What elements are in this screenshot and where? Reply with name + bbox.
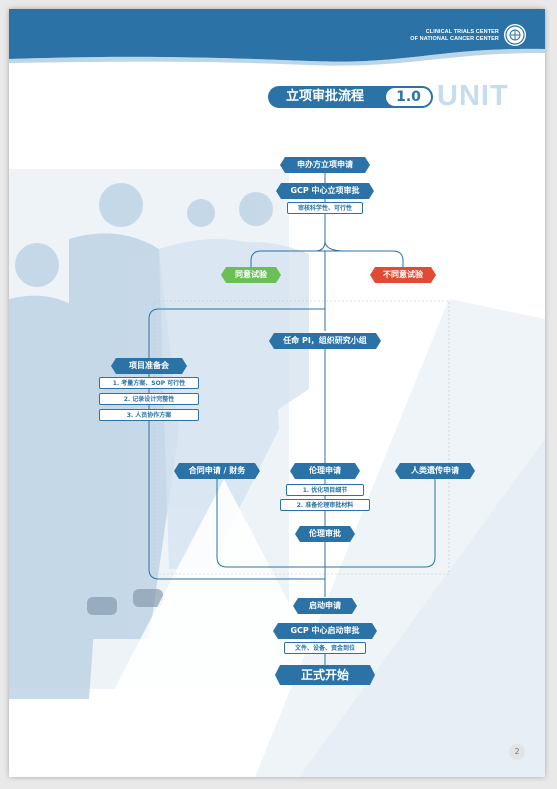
agree-node: 同意试验 bbox=[221, 267, 281, 283]
disagree-node: 不同意试验 bbox=[370, 267, 436, 283]
launch-apply-node: 启动申请 bbox=[293, 598, 357, 614]
top-band bbox=[9, 9, 545, 66]
org-logo bbox=[504, 24, 526, 46]
launch-note: 文件、设备、资金到位 bbox=[284, 642, 366, 654]
page-number: 2 bbox=[509, 744, 525, 760]
organization-name: CLINICAL TRIALS CENTER OF NATIONAL CANCE… bbox=[410, 29, 499, 43]
start-node: 正式开始 bbox=[275, 665, 375, 685]
page: CLINICAL TRIALS CENTER OF NATIONAL CANCE… bbox=[9, 9, 545, 777]
org-line-2: OF NATIONAL CANCER CENTER bbox=[410, 36, 499, 42]
contract-node: 合同申请 / 财务 bbox=[174, 463, 260, 479]
page-title: 立项审批流程 bbox=[268, 86, 398, 108]
version-badge: 1.0 bbox=[384, 86, 433, 108]
gcp-review-node: GCP 中心立项审批 bbox=[276, 183, 374, 199]
appoint-pi-node: 任命 PI，组织研究小组 bbox=[269, 333, 381, 349]
ethics-item: 1. 优化项目细节 bbox=[286, 484, 364, 496]
ethics-item: 2. 准备伦理审批材料 bbox=[280, 499, 370, 511]
review-note: 审核科学性、可行性 bbox=[287, 202, 363, 214]
project-prep-item: 3. 人员协作方案 bbox=[99, 409, 199, 421]
flow-connectors bbox=[148, 169, 436, 665]
ethics-approval-node: 伦理审批 bbox=[295, 526, 355, 542]
ethics-apply-node: 伦理申请 bbox=[290, 463, 360, 479]
project-prep-node: 项目准备会 bbox=[111, 358, 187, 374]
project-prep-item: 2. 记录设计完整性 bbox=[99, 393, 199, 405]
gcp-launch-review-node: GCP 中心启动审批 bbox=[273, 623, 377, 639]
unit-label: UNIT bbox=[437, 80, 509, 112]
background-illustration bbox=[9, 169, 545, 777]
sponsor-apply-node: 申办方立项申请 bbox=[280, 157, 370, 173]
org-line-1: CLINICAL TRIALS CENTER bbox=[425, 29, 499, 35]
genetic-apply-node: 人类遗传申请 bbox=[395, 463, 475, 479]
project-prep-item: 1. 考量方案、SOP 可行性 bbox=[99, 377, 199, 389]
